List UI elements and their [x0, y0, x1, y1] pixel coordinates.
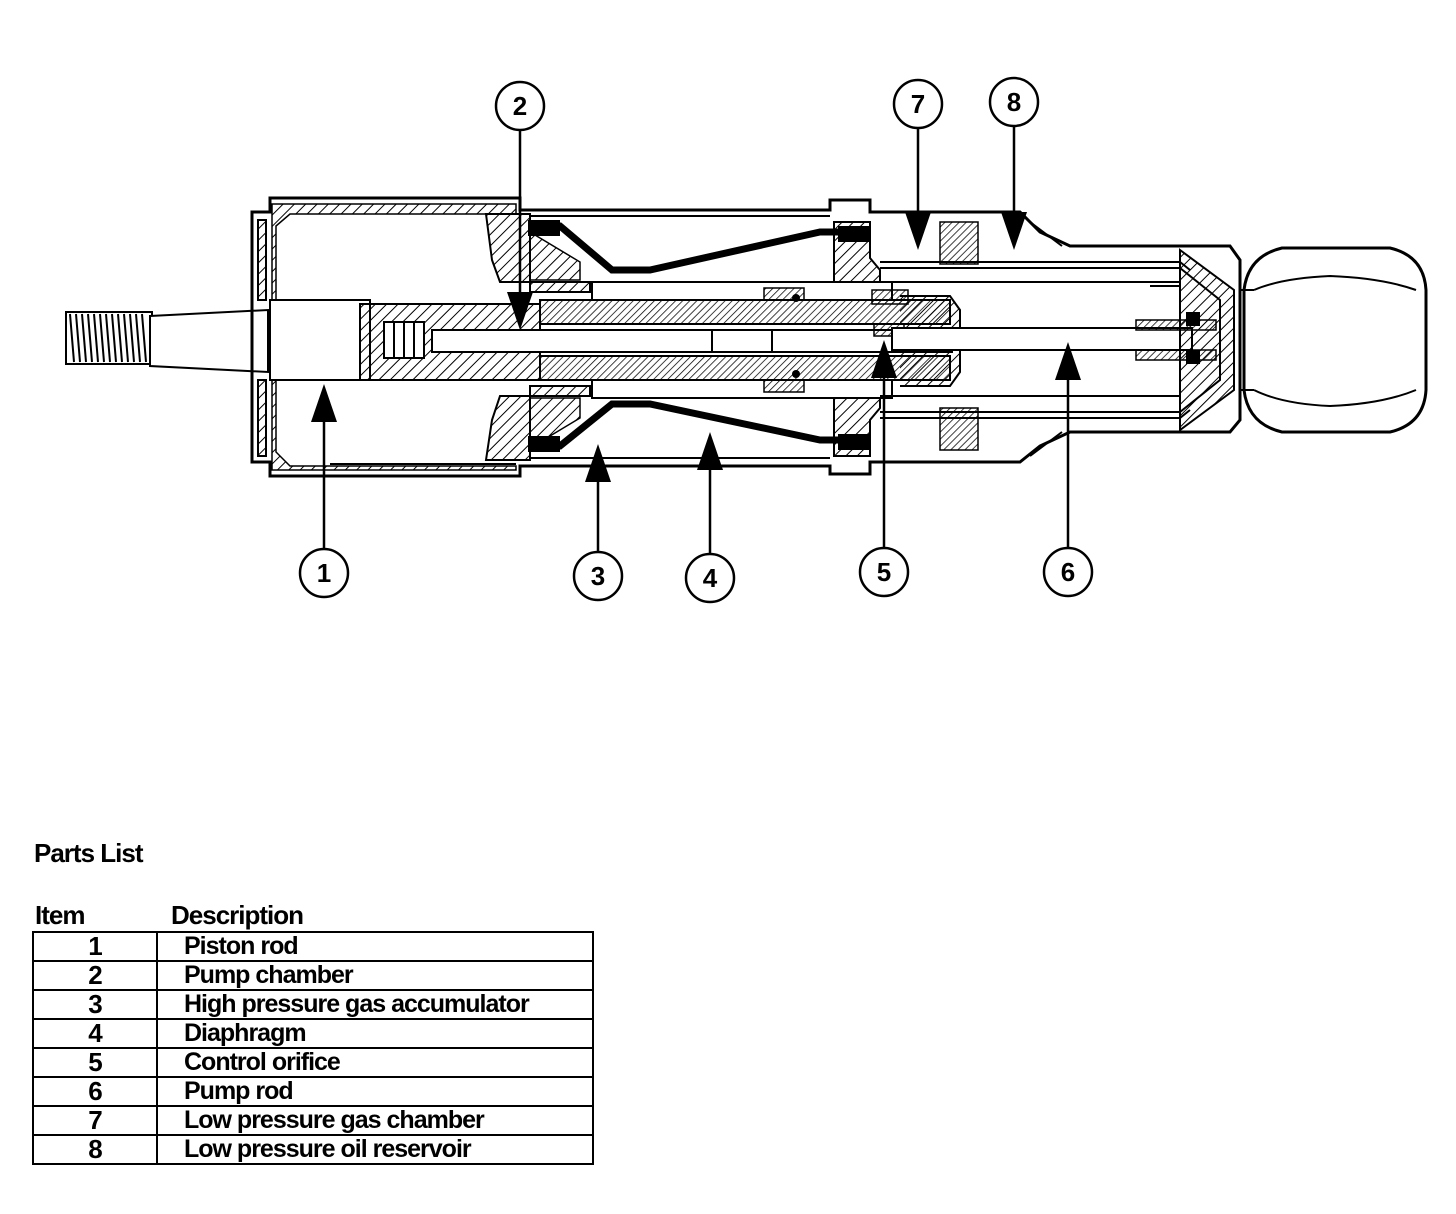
- callout-5-arrowhead: [871, 340, 897, 378]
- mounting-bushing: [1240, 246, 1428, 434]
- table-row: 5 Control orifice: [32, 1047, 594, 1078]
- diaphragm: [528, 220, 870, 452]
- callout-4-arrowhead: [697, 432, 723, 470]
- callout-2: 2: [494, 80, 546, 132]
- callout-6: 6: [1042, 546, 1094, 598]
- table-row: 4 Diaphragm: [32, 1018, 594, 1049]
- table-row: 7 Low pressure gas chamber: [32, 1105, 594, 1136]
- callout-6-label: 6: [1061, 557, 1075, 587]
- item-description: Low pressure gas chamber: [156, 1105, 594, 1136]
- column-header-description: Description: [171, 900, 304, 930]
- callout-leaders: [311, 126, 1081, 554]
- callout-1: 1: [298, 547, 350, 599]
- table-row: 8 Low pressure oil reservoir: [32, 1134, 594, 1165]
- callout-7-arrowhead: [905, 212, 931, 250]
- callout-3-label: 3: [591, 561, 605, 591]
- callout-6-arrowhead: [1055, 342, 1081, 380]
- parts-list-header-row: Item Description: [33, 900, 593, 932]
- item-number: 5: [32, 1047, 158, 1078]
- parts-list-title: Parts List: [34, 838, 143, 868]
- threaded-stud: [65, 311, 153, 365]
- item-number: 7: [32, 1105, 158, 1136]
- item-number: 3: [32, 989, 158, 1020]
- item-number: 4: [32, 1018, 158, 1049]
- item-description: High pressure gas accumulator: [156, 989, 594, 1020]
- table-row: 2 Pump chamber: [32, 960, 594, 991]
- callout-3-arrowhead: [585, 444, 611, 482]
- table-row: 1 Piston rod: [32, 931, 594, 962]
- item-number: 8: [32, 1134, 158, 1165]
- parts-list-table: Item Description 1 Piston rod 2 Pump cha…: [32, 900, 594, 1165]
- low-pressure-section: [880, 221, 1191, 457]
- callout-7: 7: [892, 78, 944, 130]
- callout-8: 8: [988, 76, 1040, 128]
- callout-4-label: 4: [703, 563, 718, 593]
- callout-3: 3: [572, 550, 624, 602]
- item-number: 2: [32, 960, 158, 991]
- item-description: Piston rod: [156, 931, 594, 962]
- callout-8-label: 8: [1007, 87, 1021, 117]
- callout-5: 5: [858, 546, 910, 598]
- shock-absorber-diagram: 1 2 3 4 5 6 7 8: [65, 76, 1428, 604]
- table-row: 6 Pump rod: [32, 1076, 594, 1107]
- callout-4: 4: [684, 552, 736, 604]
- callout-5-label: 5: [877, 557, 891, 587]
- item-description: Diaphragm: [156, 1018, 594, 1049]
- item-description: Low pressure oil reservoir: [156, 1134, 594, 1165]
- item-number: 6: [32, 1076, 158, 1107]
- callout-2-arrowhead: [507, 292, 533, 330]
- piston-rod-exterior: [149, 308, 269, 374]
- callout-1-label: 1: [317, 558, 331, 588]
- item-number: 1: [32, 931, 158, 962]
- callout-2-label: 2: [513, 91, 527, 121]
- callout-7-label: 7: [911, 89, 925, 119]
- column-header-item: Item: [35, 900, 85, 930]
- item-description: Pump rod: [156, 1076, 594, 1107]
- table-row: 3 High pressure gas accumulator: [32, 989, 594, 1020]
- callout-8-arrowhead: [1001, 212, 1027, 250]
- item-description: Pump chamber: [156, 960, 594, 991]
- callout-bubbles: 1 2 3 4 5 6 7 8: [298, 76, 1094, 604]
- rod-assembly: [269, 248, 1235, 432]
- item-description: Control orifice: [156, 1047, 594, 1078]
- callout-1-arrowhead: [311, 384, 337, 422]
